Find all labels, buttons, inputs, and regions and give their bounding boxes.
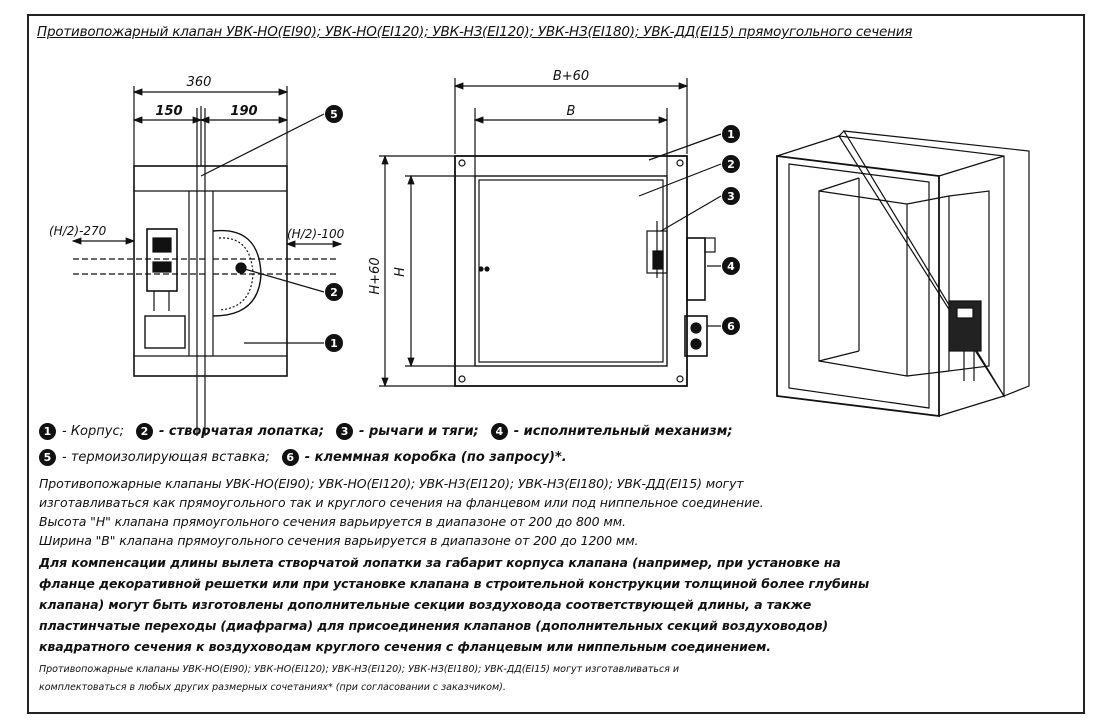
legend-text-6: - клеммная коробка (по запросу)*.: [304, 450, 567, 465]
footnote-line-2: комплектоваться в любых других размерных…: [39, 682, 506, 693]
legend-text-5: - термоизолирующая вставка;: [62, 450, 270, 465]
legend-row-2: 5 - термоизолирующая вставка; 6 - клеммная…: [39, 449, 573, 466]
isometric-view: [776, 130, 1030, 418]
callout-1a: 1: [325, 334, 343, 352]
svg-text:1: 1: [727, 128, 735, 141]
callout-2a: 2: [325, 283, 343, 301]
callout-5: 5: [325, 105, 343, 123]
callout-4: 4: [722, 257, 740, 275]
svg-text:3: 3: [727, 190, 735, 203]
dim-150: 150: [155, 104, 182, 119]
document-frame: Противопожарный клапан УВК-НО(EI90); УВК…: [27, 14, 1085, 714]
dim-h: H: [393, 267, 408, 277]
dim-190: 190: [230, 104, 257, 119]
legend-num-4: 4: [490, 423, 508, 440]
legend-text-2: - створчатая лопатка;: [158, 424, 325, 439]
dim-360: 360: [187, 75, 212, 90]
legend-num-2: 2: [135, 423, 153, 440]
callout-2b: 2: [722, 155, 740, 173]
bold-paragraph-line-1: Для компенсации длины вылета створчатой …: [39, 555, 841, 570]
svg-text:1: 1: [330, 337, 338, 350]
svg-text:2: 2: [330, 286, 338, 299]
dim-h2-270: (H/2)-270: [49, 224, 107, 238]
callouts: 5 2 1 1 2 3 4 6: [325, 105, 740, 352]
footnote-line-1: Противопожарные клапаны УВК-НО(EI90); УВ…: [39, 664, 680, 675]
dim-h60: H+60: [368, 257, 383, 294]
dim-b60: B+60: [553, 69, 589, 84]
svg-text:6: 6: [727, 320, 735, 333]
legend-num-1: 1: [39, 423, 56, 440]
side-view: [71, 86, 343, 436]
technical-drawing: 360 150 190 (H/2)-270 (H/2)-100: [49, 69, 1030, 436]
legend-num-3: 3: [336, 423, 354, 440]
svg-text:2: 2: [727, 158, 735, 171]
front-view: [379, 78, 722, 388]
callout-3: 3: [722, 187, 740, 205]
legend-num-5: 5: [39, 449, 56, 466]
bold-paragraph-line-5: квадратного сечения к воздуховодам кругл…: [39, 639, 771, 654]
paragraph-line-1: Противопожарные клапаны УВК-НО(EI90); УВ…: [39, 476, 744, 491]
legend-text-4: - исполнительный механизм;: [513, 424, 733, 439]
bold-paragraph-line-3: клапана) могут быть изготовлены дополнит…: [39, 597, 812, 612]
bold-paragraph-line-2: фланце декоративной решетки или при уста…: [39, 576, 870, 591]
callout-6: 6: [722, 317, 740, 335]
paragraph-line-4: Ширина "В" клапана прямоугольного сечени…: [39, 533, 639, 548]
paragraph-line-3: Высота "Н" клапана прямоугольного сечени…: [39, 514, 626, 529]
paragraph-line-2: изготавливаться как прямоугольного так и…: [39, 495, 764, 510]
legend-row-1: 1 - Корпус; 2 - створчатая лопатка; 3 - рыч…: [39, 423, 739, 440]
dim-h2-100: (H/2)-100: [287, 227, 345, 241]
dim-b: B: [567, 104, 576, 119]
svg-text:4: 4: [727, 260, 735, 273]
svg-text:5: 5: [330, 108, 338, 121]
document-title: Противопожарный клапан УВК-НО(EI90); УВК…: [37, 24, 913, 40]
callout-1b: 1: [722, 125, 740, 143]
legend-text-1: - Корпус;: [62, 424, 124, 439]
legend-num-6: 6: [281, 449, 299, 466]
bold-paragraph-line-4: пластинчатые переходы (диафрагма) для пр…: [39, 618, 829, 633]
legend-text-3: - рычаги и тяги;: [359, 424, 479, 439]
